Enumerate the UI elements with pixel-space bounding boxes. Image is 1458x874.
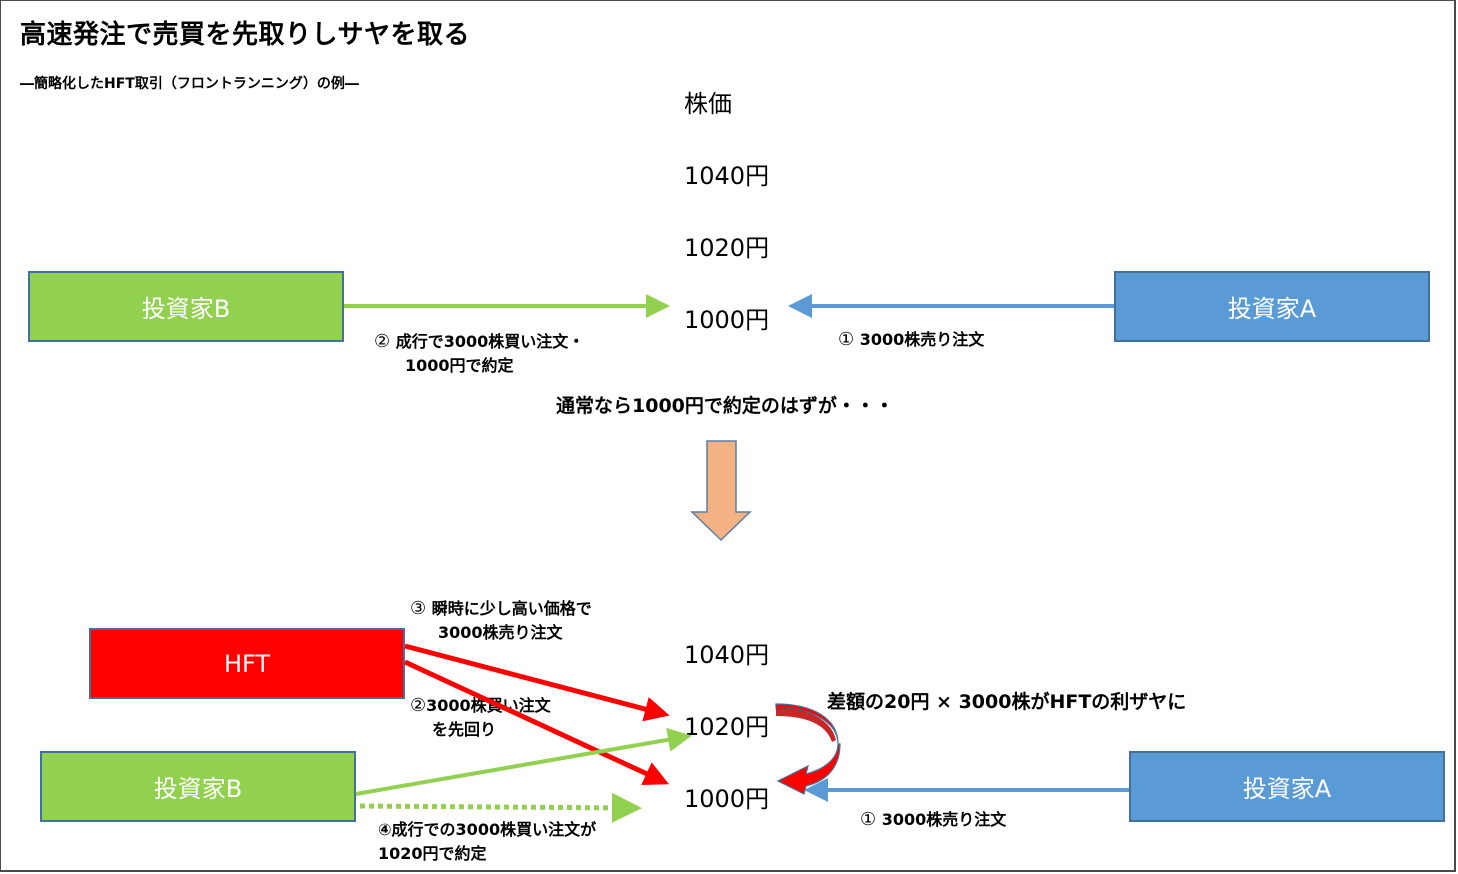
curved-profit-arrow-icon xyxy=(775,703,841,795)
label-b-line1: 成行で3000株買い注文・ xyxy=(395,332,585,351)
hft-box: HFT xyxy=(89,628,405,699)
label-4-line1: ④成行での3000株買い注文が xyxy=(378,820,597,839)
price-1000-bottom: 1000円 xyxy=(684,785,770,813)
step-number-3: ③ xyxy=(410,598,427,619)
step-number-2: ② xyxy=(374,331,391,352)
label-b-order-top: ② 成行で3000株買い注文・ 1000円で約定 xyxy=(374,330,584,378)
label-hft-sell-order: ③ 瞬時に少し高い価格で 3000株売り注文 xyxy=(410,597,592,645)
investor-a-label-bottom: 投資家A xyxy=(1242,775,1332,803)
step-number-1-bottom: ① xyxy=(860,809,877,830)
down-arrow-icon xyxy=(690,440,752,542)
investor-a-label: 投資家A xyxy=(1227,295,1317,323)
profit-caption: 差額の20円 × 3000株がHFTの利ザヤに xyxy=(827,691,1187,713)
arrow-b-dotted-fill xyxy=(359,792,642,823)
investor-b-box-bottom: 投資家B xyxy=(40,751,356,822)
investor-a-box-bottom: 投資家A xyxy=(1129,751,1445,822)
label-a-order-bottom: ① 3000株売り注文 xyxy=(860,808,1006,832)
investor-b-label-bottom: 投資家B xyxy=(153,775,243,803)
label-a-text: 3000株売り注文 xyxy=(859,330,985,349)
investor-b-box-top: 投資家B xyxy=(28,271,344,342)
price-1040-top: 1040円 xyxy=(684,162,770,190)
price-1020-bottom: 1020円 xyxy=(684,713,770,741)
label-1-text: 3000株売り注文 xyxy=(881,810,1007,829)
label-4-line2: 1020円で約定 xyxy=(378,844,487,863)
label-b-fill-1020: ④成行での3000株買い注文が 1020円で約定 xyxy=(378,818,596,866)
label-hft-buy-order: ②3000株買い注文 を先回り xyxy=(410,694,551,742)
arrow-hft-to-1000 xyxy=(403,659,670,786)
investor-b-label: 投資家B xyxy=(141,295,231,323)
label-a-order-top: ① 3000株売り注文 xyxy=(838,328,984,352)
investor-a-box-top: 投資家A xyxy=(1114,271,1430,342)
axis-label-stock-price: 株価 xyxy=(684,90,732,118)
price-1040-bottom: 1040円 xyxy=(684,641,770,669)
label-3-line1: 瞬時に少し高い価格で xyxy=(431,599,592,618)
label-3-line2: 3000株売り注文 xyxy=(438,623,563,642)
label-2-line1: 3000株買い注文 xyxy=(426,696,551,715)
hft-label: HFT xyxy=(223,649,271,678)
page-title: 高速発注で売買を先取りしサヤを取る xyxy=(20,20,470,50)
arrow-hft-to-1020 xyxy=(404,643,670,722)
normal-case-caption: 通常なら1000円で約定のはずが・・・ xyxy=(556,395,894,417)
label-2-line2: を先回り xyxy=(432,720,497,739)
price-1000-top: 1000円 xyxy=(684,306,770,334)
price-1020-top: 1020円 xyxy=(684,234,770,262)
label-b-line2: 1000円で約定 xyxy=(405,356,514,375)
step-number-1: ① xyxy=(838,329,855,350)
step-number-2-bottom: ② xyxy=(410,695,427,716)
page-subtitle: ―簡略化したHFT取引（フロントランニング）の例― xyxy=(20,76,359,92)
arrow-b-to-1020 xyxy=(355,727,692,796)
